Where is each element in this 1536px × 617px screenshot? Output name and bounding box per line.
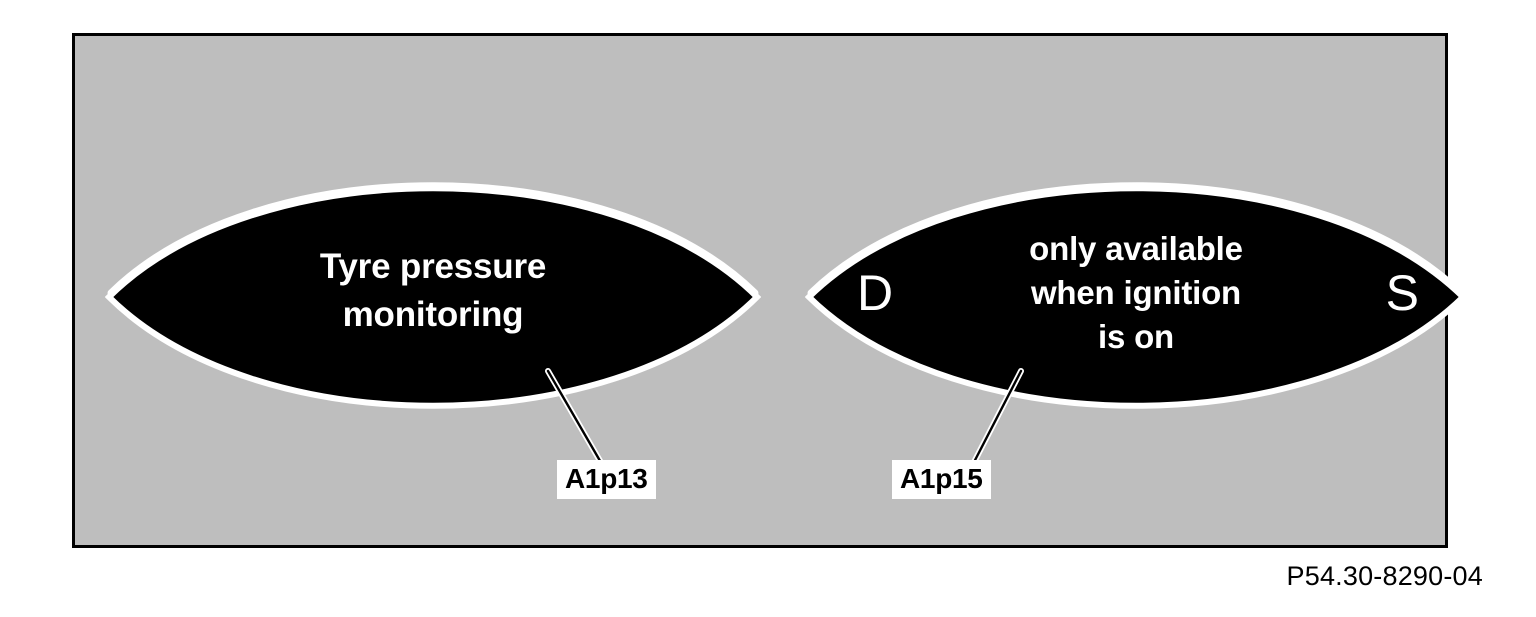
callout-label-a1p13[interactable]: A1p13 [557,460,656,499]
lens-shape-right [805,182,1467,409]
display-a1p15[interactable]: D S only available when ignition is on [805,160,1467,434]
display-a1p13[interactable]: Tyre pressure monitoring [105,160,761,434]
lens-shape-left [105,182,761,409]
figure-reference-caption: P54.30-8290-04 [1286,561,1483,591]
figure-frame: Tyre pressure monitoring D S only availa… [72,33,1467,548]
callout-label-a1p15[interactable]: A1p15 [892,460,991,499]
